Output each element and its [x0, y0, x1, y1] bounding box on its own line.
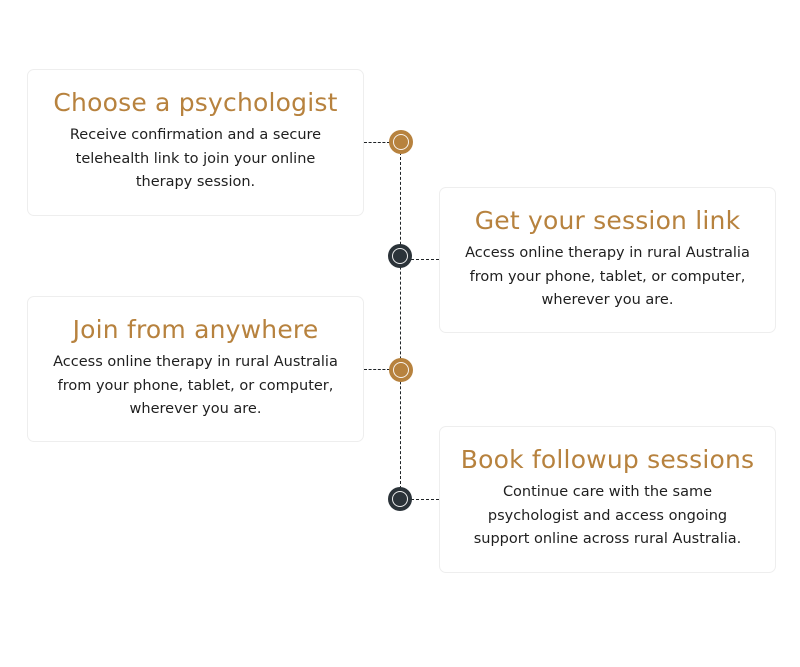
- timeline-node-dark-icon: [388, 244, 412, 268]
- node-ring: [393, 362, 409, 378]
- step-title: Get your session link: [474, 206, 741, 235]
- step-description: Access online therapy in rural Australia…: [53, 354, 338, 417]
- timeline-vertical-line: [400, 142, 401, 499]
- step-description: Continue care with the same psychologist…: [473, 484, 742, 547]
- step-card-session-link: Get your session link Access online ther…: [439, 187, 776, 333]
- step-title: Book followup sessions: [460, 445, 755, 474]
- step-title: Choose a psychologist: [53, 88, 338, 117]
- node-ring: [393, 134, 409, 150]
- step-card-join-anywhere: Join from anywhere Access online therapy…: [27, 296, 364, 442]
- step-description: Receive confirmation and a secure telehe…: [69, 127, 322, 190]
- step-connector: [411, 499, 439, 500]
- step-description: Access online therapy in rural Australia…: [465, 245, 750, 308]
- timeline-node-accent-icon: [389, 130, 413, 154]
- step-card-followup-sessions: Book followup sessions Continue care wit…: [439, 426, 776, 573]
- node-ring: [392, 491, 408, 507]
- node-ring: [392, 248, 408, 264]
- step-connector: [364, 369, 390, 370]
- timeline-node-dark-icon: [388, 487, 412, 511]
- step-connector: [364, 142, 390, 143]
- step-card-choose-psychologist: Choose a psychologist Receive confirmati…: [27, 69, 364, 216]
- step-title: Join from anywhere: [72, 315, 319, 344]
- timeline-node-accent-icon: [389, 358, 413, 382]
- step-connector: [411, 259, 439, 260]
